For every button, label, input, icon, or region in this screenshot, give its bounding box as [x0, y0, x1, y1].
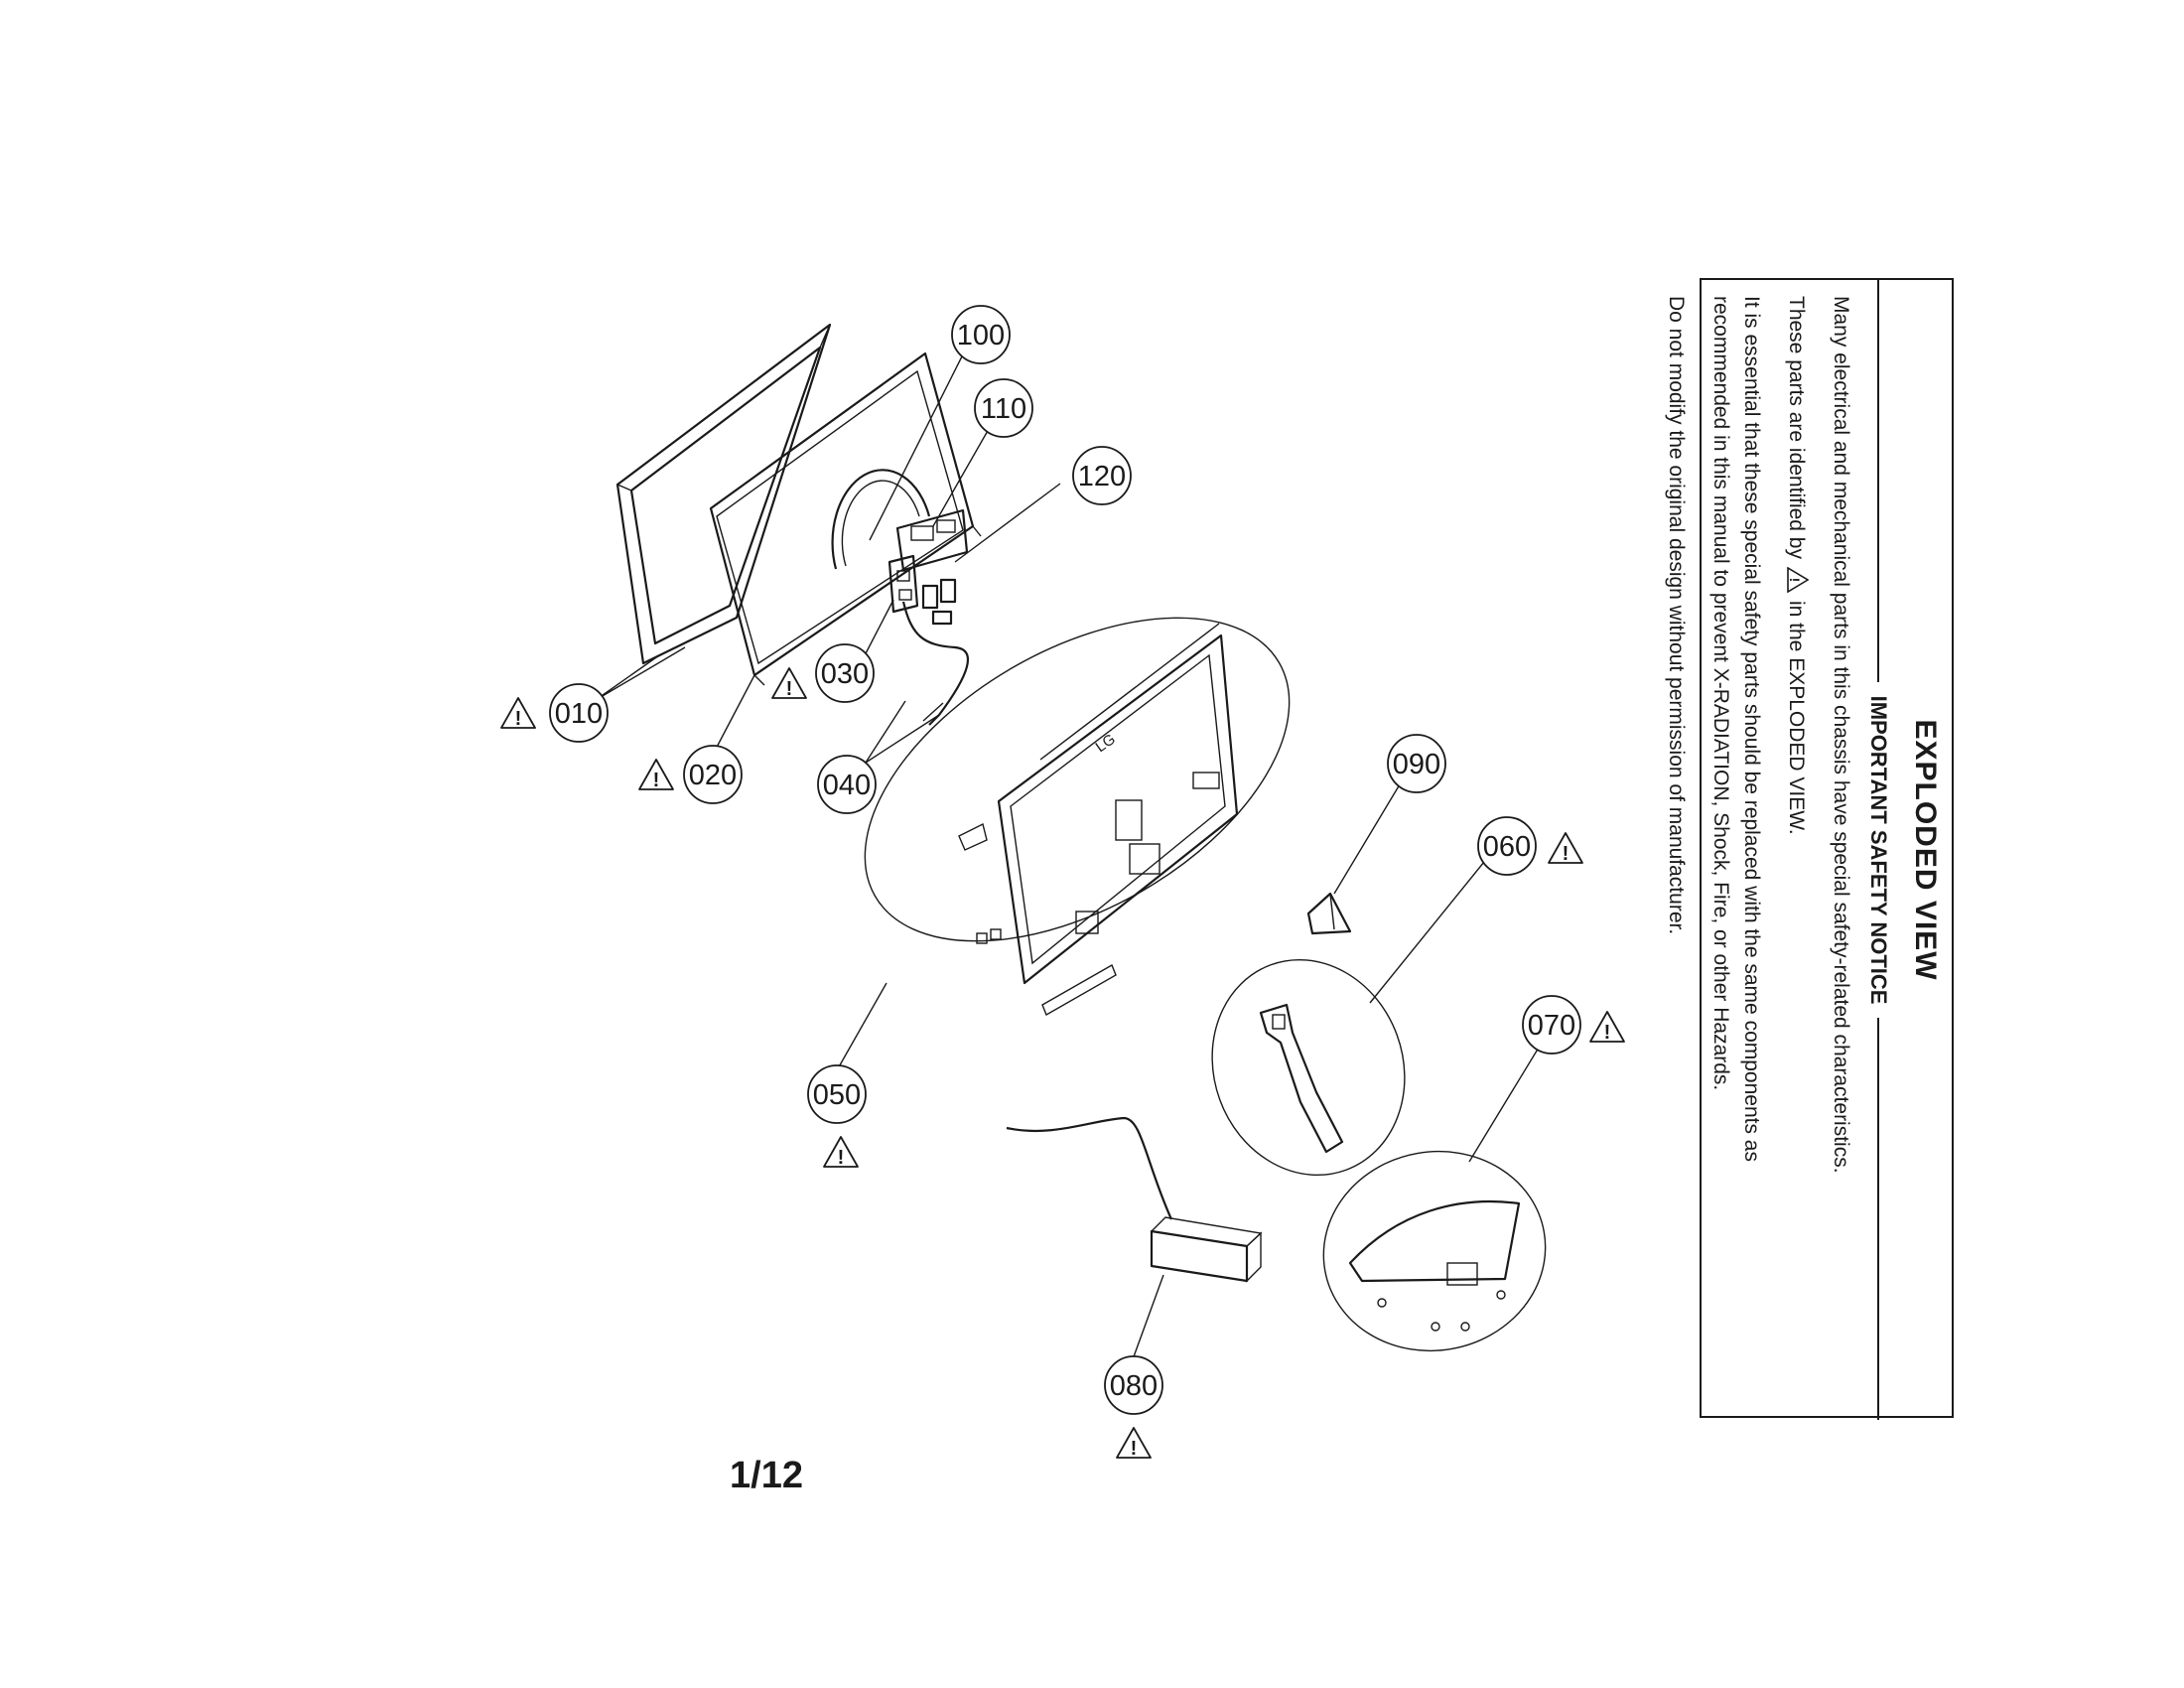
svg-text:!: ! — [1563, 843, 1570, 865]
svg-text:020: 020 — [689, 760, 737, 791]
callout-110: 110 — [974, 378, 1033, 438]
part-040-cables — [901, 601, 970, 726]
notice-line-4: recommended in this manual to prevent X-… — [1709, 296, 1732, 1091]
callout-030: 030 — [815, 643, 875, 703]
callout-050: 050 — [807, 1064, 867, 1124]
svg-text:060: 060 — [1483, 831, 1531, 863]
warning-triangle-icon: ! — [1548, 832, 1583, 865]
warning-triangle-icon: ! — [1116, 1427, 1152, 1460]
part-030-bracket — [887, 554, 919, 614]
divider-rule — [1877, 1018, 1879, 1421]
callout-060: 060 — [1477, 816, 1537, 876]
svg-text:110: 110 — [981, 393, 1026, 425]
part-090-clip — [1306, 892, 1352, 935]
part-010-front-bezel — [615, 323, 832, 665]
notice-heading: EXPLODED VIEW — [1909, 719, 1942, 981]
notice-body: Many electrical and mechanical parts in … — [1647, 296, 1856, 1408]
part-120-connectors — [921, 578, 957, 626]
part-020-display-module — [709, 352, 982, 686]
notice-line-2-start: These parts are identified by — [1785, 296, 1808, 559]
svg-text:!: ! — [786, 678, 793, 700]
part-060-stand-neck — [1211, 958, 1406, 1177]
notice-subheading: IMPORTANT SAFETY NOTICE — [1866, 695, 1891, 1005]
svg-text:070: 070 — [1528, 1010, 1575, 1042]
notice-subheading-row: IMPORTANT SAFETY NOTICE — [1862, 280, 1894, 1421]
notice-line-2: These parts are identified by! in the EXP… — [1781, 296, 1812, 1408]
warning-triangle-icon: ! — [1589, 1011, 1625, 1044]
callout-070: 070 — [1522, 995, 1581, 1055]
warning-triangle-icon: ! — [771, 667, 807, 700]
svg-text:030: 030 — [821, 658, 869, 690]
callout-010: 010 — [549, 683, 609, 743]
callout-020: 020 — [683, 745, 743, 804]
callout-120: 120 — [1072, 446, 1132, 505]
part-050-back-cover: LG — [864, 617, 1291, 1017]
svg-text:!: ! — [1131, 1438, 1138, 1460]
page-number: 1/12 — [730, 1455, 803, 1496]
svg-text:!: ! — [838, 1147, 845, 1169]
warning-triangle-icon: ! — [500, 697, 536, 730]
notice-line-5: Do not modify the original design withou… — [1665, 296, 1688, 935]
part-080-power-adapter — [1006, 1116, 1263, 1283]
part-100-ring-cable — [831, 469, 931, 570]
svg-text:120: 120 — [1078, 461, 1126, 492]
part-110-main-board — [895, 508, 969, 572]
svg-text:!: ! — [1787, 578, 1803, 583]
svg-text:!: ! — [1604, 1022, 1611, 1044]
callout-080: 080 — [1104, 1355, 1163, 1415]
divider-rule — [1877, 280, 1879, 682]
callout-040: 040 — [817, 755, 877, 814]
safety-notice-content: EXPLODED VIEW IMPORTANT SAFETY NOTICE Ma… — [1578, 280, 1956, 1421]
callout-090: 090 — [1387, 734, 1446, 793]
warning-triangle-icon: ! — [1787, 566, 1809, 593]
svg-text:040: 040 — [823, 770, 871, 801]
safety-notice-box: EXPLODED VIEW IMPORTANT SAFETY NOTICE Ma… — [1665, 278, 1954, 1421]
warning-triangle-icon: ! — [823, 1136, 859, 1169]
svg-text:!: ! — [653, 770, 660, 791]
svg-text:100: 100 — [957, 320, 1005, 352]
notice-line-3: It is essential that these special safet… — [1740, 296, 1763, 1162]
svg-text:090: 090 — [1393, 749, 1440, 780]
notice-line-2-end: in the EXPLODED VIEW. — [1785, 600, 1808, 835]
svg-text:050: 050 — [813, 1079, 861, 1111]
svg-text:!: ! — [515, 708, 522, 730]
lg-logo: LG — [1093, 731, 1119, 756]
callout-100: 100 — [951, 305, 1011, 364]
svg-text:080: 080 — [1110, 1370, 1158, 1402]
leader-lines — [595, 342, 1543, 1371]
part-070-stand-base — [1322, 1150, 1547, 1352]
svg-text:010: 010 — [555, 698, 603, 730]
notice-line-1: Many electrical and mechanical parts in … — [1830, 296, 1852, 1174]
warning-triangle-icon: ! — [638, 759, 674, 791]
